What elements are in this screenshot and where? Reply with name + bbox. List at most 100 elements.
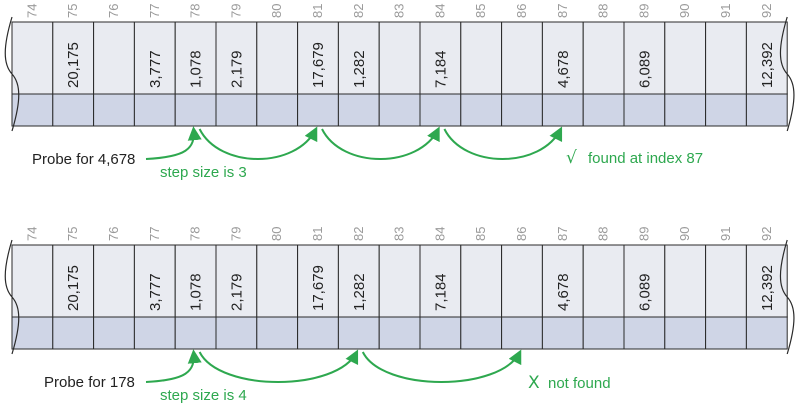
cell-value: 3,777 [147,273,164,311]
table-cell [378,21,421,95]
table-cell [11,21,54,95]
step-label-1: step size is 3 [160,164,247,181]
table-cell-lower [52,316,95,350]
index-label: 92 [759,4,774,18]
cell-value: 20,175 [65,42,82,88]
index-label: 84 [432,4,447,18]
table-cell [133,244,176,318]
break-line-right [779,16,795,132]
index-label: 90 [677,227,692,241]
table-cell-lower [52,93,95,127]
table-cell-lower [745,93,788,127]
cell-value: 12,392 [759,265,776,311]
table-cell [623,21,666,95]
table-cell [705,244,747,318]
result-label-1: found at index 87 [588,150,703,167]
index-label: 79 [228,227,243,241]
index-label: 81 [310,4,325,18]
table-cell-lower [541,316,584,350]
table-cell-lower [215,93,258,127]
index-label: 89 [636,227,651,241]
index-label: 79 [228,4,243,18]
table-cell [256,21,299,95]
x-icon: X [528,373,540,393]
table-cell-lower [541,93,584,127]
table-cell-lower [133,316,176,350]
table-cell-lower [582,316,625,350]
break-mask-left [0,17,10,131]
cell-value: 17,679 [310,265,327,311]
table-cell-lower [745,316,788,350]
cell-value: 3,777 [147,50,164,88]
table-cell [93,244,135,318]
probe-entry-arrow [145,126,202,160]
cell-value: 20,175 [65,265,82,311]
cell-value: 6,089 [636,50,653,88]
index-label: 84 [432,227,447,241]
table-cell-lower [378,316,421,350]
table-cell-lower [664,316,707,350]
table-cell-lower [419,93,462,127]
index-label: 88 [596,4,611,18]
table-cell-lower [337,93,380,127]
index-label: 76 [106,4,121,18]
table-cell [133,21,176,95]
table-cell-lower [215,316,258,350]
index-label: 75 [65,227,80,241]
probe-entry-arrow [145,349,202,383]
probe-label-1: Probe for 4,678 [32,151,135,168]
cell-value: 6,089 [636,273,653,311]
index-label: 77 [147,227,162,241]
table-cell-lower [664,93,707,127]
index-label: 82 [351,227,366,241]
table-cell-lower [705,316,747,350]
cell-value: 2,179 [228,273,245,311]
index-label: 82 [351,4,366,18]
index-label: 81 [310,227,325,241]
table-cell-lower [460,93,503,127]
index-label: 77 [147,4,162,18]
probe-label-2: Probe for 178 [44,374,135,391]
index-label: 91 [718,227,733,241]
table-cell [297,21,339,95]
index-label: 76 [106,227,121,241]
index-label: 85 [473,227,488,241]
table-cell-lower [174,93,217,127]
break-mask-left [0,240,10,354]
index-label: 86 [514,4,529,18]
cell-value: 1,282 [351,273,368,311]
table-cell [582,244,625,318]
table-cell [460,21,503,95]
break-line-left [4,16,20,132]
index-label: 86 [514,227,529,241]
table-cell [378,244,421,318]
table-cell [623,244,666,318]
check-icon: √ [566,148,577,168]
table-cell-lower [623,316,666,350]
table-cell [501,244,543,318]
table-cell-lower [133,93,176,127]
table-cell [297,244,339,318]
table-cell [705,21,747,95]
index-label: 80 [269,227,284,241]
index-label: 87 [555,227,570,241]
table-cell [174,21,217,95]
index-label: 85 [473,4,488,18]
table-cell-lower [501,316,543,350]
step-label-2: step size is 4 [160,387,247,404]
table-cell-lower [256,93,299,127]
cell-value: 1,282 [351,50,368,88]
table-cell-lower [297,93,339,127]
table-cell [664,21,707,95]
table-cell [93,21,135,95]
break-line-right [779,239,795,355]
table-cell [215,21,258,95]
table-cell-lower [337,316,380,350]
break-line-left [4,239,20,355]
cell-value: 4,678 [555,50,572,88]
index-label: 78 [188,227,203,241]
index-label: 80 [269,4,284,18]
result-label-2: not found [548,375,611,392]
